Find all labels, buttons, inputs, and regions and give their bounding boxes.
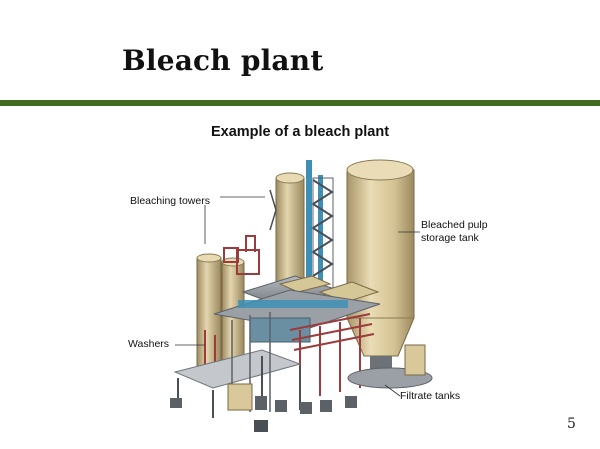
label-bleached-pulp-line1: Bleached pulp <box>421 219 488 231</box>
steel-frame <box>173 312 302 418</box>
title-divider <box>0 100 600 106</box>
slide-title: Bleach plant <box>122 44 324 77</box>
tall-tower <box>269 160 334 310</box>
filtrate-tanks <box>170 344 433 432</box>
label-bleached-pulp-line2: storage tank <box>421 232 479 244</box>
diagram-heading: Example of a bleach plant <box>210 124 390 140</box>
page-number: 5 <box>567 416 576 432</box>
label-filtrate-tanks: Filtrate tanks <box>400 390 461 402</box>
storage-tank <box>346 159 415 378</box>
label-washers: Washers <box>128 338 170 350</box>
leader-filtrate-tanks <box>384 384 401 397</box>
label-bleaching-towers: Bleaching towers <box>130 195 210 207</box>
